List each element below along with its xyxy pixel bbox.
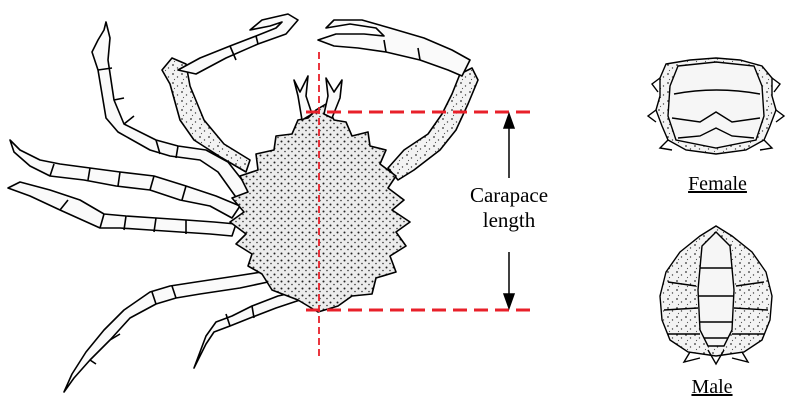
- spider-crab-illustration: [8, 14, 478, 392]
- arrow-up-icon: [504, 114, 514, 128]
- male-label: Male: [683, 376, 741, 398]
- carapace-label-line1: Carapace: [440, 183, 578, 208]
- male-abdomen-inset: [660, 226, 772, 364]
- carapace-label-line2: length: [440, 208, 578, 233]
- arrow-down-icon: [504, 294, 514, 308]
- female-abdomen-inset: [648, 58, 784, 154]
- female-label: Female: [670, 173, 765, 195]
- carapace-length-label: Carapace length: [440, 183, 578, 233]
